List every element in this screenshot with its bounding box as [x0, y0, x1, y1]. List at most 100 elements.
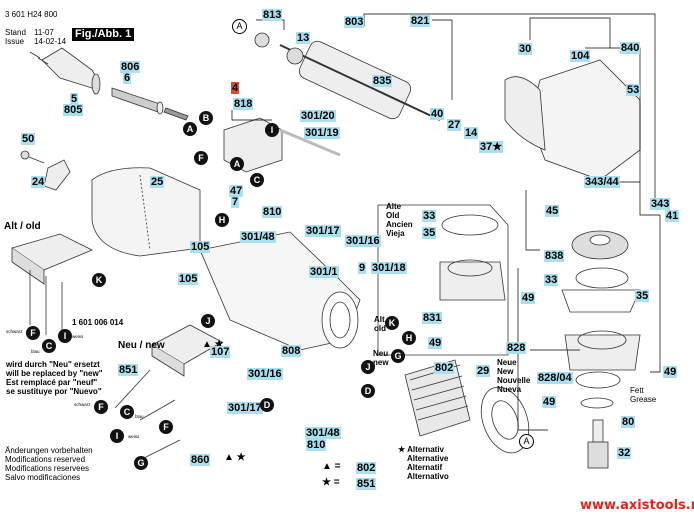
issue-value: 14-02-14	[34, 37, 67, 46]
website-watermark: www.axistools.ru	[580, 498, 694, 513]
part-label[interactable]: 818	[233, 98, 254, 110]
part-label[interactable]: 810	[262, 206, 283, 218]
part-label[interactable]: 301/17	[227, 402, 263, 414]
part-label[interactable]: 851	[356, 478, 377, 490]
note-line: Nueva	[497, 385, 522, 394]
part-label[interactable]: 107	[210, 346, 231, 358]
stand-value: 11-07	[34, 28, 54, 37]
part-label[interactable]: 14	[464, 127, 479, 139]
part-label[interactable]: 41	[665, 210, 680, 222]
part-label[interactable]: 30	[518, 43, 533, 55]
part-label[interactable]: 301/1	[309, 266, 339, 278]
part-label[interactable]: 860	[190, 454, 211, 466]
part-label[interactable]: 301/20	[300, 110, 336, 122]
part-label[interactable]: 810	[306, 439, 327, 451]
part-label[interactable]: 32	[617, 447, 632, 459]
part-label[interactable]: 821	[410, 15, 431, 27]
part-label[interactable]: 35	[422, 227, 437, 239]
part-label[interactable]: 24	[31, 176, 46, 188]
part-label[interactable]: 851	[118, 364, 139, 376]
legend-star: ★ =	[322, 477, 340, 488]
part-label[interactable]: 6	[123, 72, 132, 84]
part-label[interactable]: 4	[231, 82, 240, 94]
part-label[interactable]: 104	[570, 50, 591, 62]
connection-callout: A	[232, 19, 247, 34]
part-label[interactable]: 33	[544, 274, 559, 286]
part-label[interactable]: 47	[229, 185, 244, 197]
part-label[interactable]: 80	[621, 416, 636, 428]
part-label[interactable]: 835	[372, 75, 393, 87]
part-label[interactable]: 343	[650, 198, 671, 210]
part-label[interactable]: 13	[296, 32, 311, 44]
part-label[interactable]: 343/44	[584, 176, 620, 188]
part-label[interactable]: 25	[150, 176, 165, 188]
part-label[interactable]: 50	[21, 133, 36, 145]
motor-housing-301-1	[199, 231, 361, 351]
note-line: Est remplacé par "neuf"	[6, 378, 98, 387]
part-label[interactable]: 301/19	[304, 127, 340, 139]
part-label[interactable]: 828	[506, 342, 527, 354]
part-label[interactable]: 301/18	[371, 262, 407, 274]
note-line: Modifications reserved	[5, 455, 86, 464]
connection-callout: F	[159, 420, 173, 434]
connection-callout: F	[194, 151, 208, 165]
part-label[interactable]: 301/48	[240, 231, 276, 243]
plug	[29, 47, 101, 95]
legend-triangle: ▲ =	[322, 461, 341, 472]
part-label[interactable]: 802	[356, 462, 377, 474]
part-label[interactable]: 301/48	[305, 427, 341, 439]
part-label[interactable]: 813	[262, 9, 283, 21]
part-label[interactable]: 301/16	[345, 235, 381, 247]
part-label[interactable]: 105	[178, 273, 199, 285]
connection-callout: F	[26, 326, 40, 340]
part-label[interactable]: 35	[635, 290, 650, 302]
armature-835	[254, 32, 441, 121]
part-label[interactable]: 301/17	[305, 225, 341, 237]
part-label[interactable]: 806	[120, 61, 141, 73]
wire-color-label: blau	[31, 349, 40, 354]
part-number: 3 601 H24 800	[5, 10, 58, 19]
part-label[interactable]: 301/16	[247, 368, 283, 380]
connection-callout: C	[120, 405, 134, 419]
part-label[interactable]: 7	[231, 196, 240, 208]
new-bearing-flange	[561, 267, 641, 409]
bevel-gear-838	[571, 230, 629, 260]
part-label[interactable]: 828/04	[537, 372, 573, 384]
connection-callout: B	[199, 111, 213, 125]
connection-callout: I	[265, 123, 279, 137]
connection-callout: F	[94, 400, 108, 414]
part-label[interactable]: 29	[476, 365, 491, 377]
note-line: New	[497, 367, 514, 376]
part-label[interactable]: 105	[190, 241, 211, 253]
part-label[interactable]: 45	[545, 205, 560, 217]
part-label[interactable]: 49	[663, 366, 678, 378]
part-label[interactable]: 49	[428, 337, 443, 349]
part-label[interactable]: 5	[70, 93, 79, 105]
part-label[interactable]: 838	[544, 250, 565, 262]
note-line: new	[373, 358, 389, 367]
wire-color-label: weiss	[72, 334, 84, 339]
part-label[interactable]: 9	[358, 262, 367, 274]
marker-107: ▲ ★	[202, 339, 224, 350]
part-label[interactable]: 802	[434, 362, 455, 374]
part-label[interactable]: 53	[626, 84, 641, 96]
part-label[interactable]: 831	[422, 312, 443, 324]
part-label[interactable]: 33	[422, 210, 437, 222]
part-label[interactable]: 805	[63, 104, 84, 116]
part-label[interactable]: 803	[344, 16, 365, 28]
connection-callout: J	[201, 314, 215, 328]
part-label[interactable]: 840	[620, 42, 641, 54]
part-label[interactable]: 27	[447, 119, 462, 131]
note-line: Fett	[630, 386, 644, 395]
old-switch	[11, 233, 93, 335]
issue-label: Issue	[5, 37, 25, 46]
part-label[interactable]: 40	[430, 108, 445, 120]
part-label[interactable]: 37★	[479, 141, 504, 153]
part-label[interactable]: 808	[281, 345, 302, 357]
part-label[interactable]: 49	[521, 292, 536, 304]
part-label[interactable]: 49	[542, 396, 557, 408]
